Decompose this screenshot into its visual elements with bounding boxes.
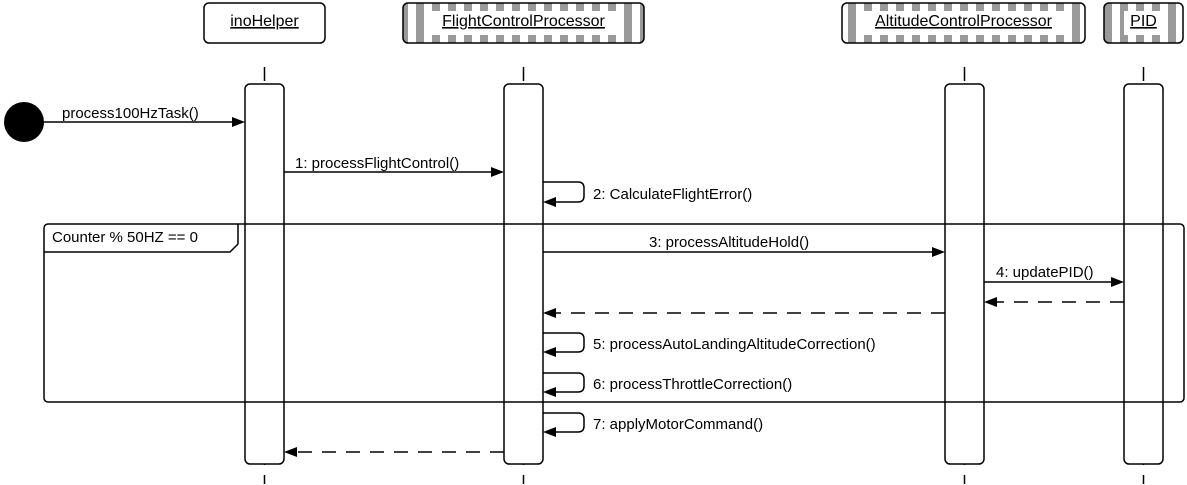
participant-fcp-label: FlightControlProcessor (442, 13, 605, 30)
message-2: 2: CalculateFlightError() (543, 181, 752, 207)
fragment-box: Counter % 50HZ == 0 (43, 223, 1185, 403)
fragment-guard-label: Counter % 50HZ == 0 (52, 229, 198, 246)
activation-inohelper (244, 83, 285, 465)
message-5: 5: processAutoLandingAltitudeCorrection(… (543, 332, 876, 357)
entry-message: process100HzTask() (44, 105, 245, 127)
message-2-label: 2: CalculateFlightError() (593, 186, 752, 203)
message-4: 4: updatePID() (984, 264, 1124, 287)
message-7: 7: applyMotorCommand() (543, 412, 763, 437)
return-3 (543, 308, 945, 318)
participant-acp[interactable]: AltitudeControlProcessor (841, 2, 1086, 44)
participant-fcp[interactable]: FlightControlProcessor (402, 2, 645, 44)
entry-message-label: process100HzTask() (62, 105, 199, 122)
participant-pid[interactable]: PID (1103, 2, 1184, 44)
participant-inohelper-label: inoHelper (230, 13, 299, 30)
initial-node (4, 102, 44, 142)
message-5-label: 5: processAutoLandingAltitudeCorrection(… (593, 336, 876, 353)
activation-acp (944, 83, 985, 465)
participant-acp-label: AltitudeControlProcessor (875, 13, 1053, 30)
activation-fcp (503, 83, 544, 465)
return-1 (284, 447, 504, 457)
message-7-label: 7: applyMotorCommand() (593, 416, 763, 433)
message-6-label: 6: processThrottleCorrection() (593, 376, 792, 393)
message-6: 6: processThrottleCorrection() (543, 372, 792, 397)
participant-inohelper[interactable]: inoHelper (203, 2, 326, 44)
message-1: 1: processFlightControl() (284, 155, 504, 177)
message-1-label: 1: processFlightControl() (295, 155, 459, 172)
message-3: 3: processAltitudeHold() (543, 234, 945, 257)
return-4 (984, 297, 1124, 307)
activation-pid (1123, 83, 1164, 465)
message-4-label: 4: updatePID() (996, 264, 1094, 281)
participant-pid-label: PID (1130, 13, 1157, 30)
message-3-label: 3: processAltitudeHold() (649, 234, 809, 251)
